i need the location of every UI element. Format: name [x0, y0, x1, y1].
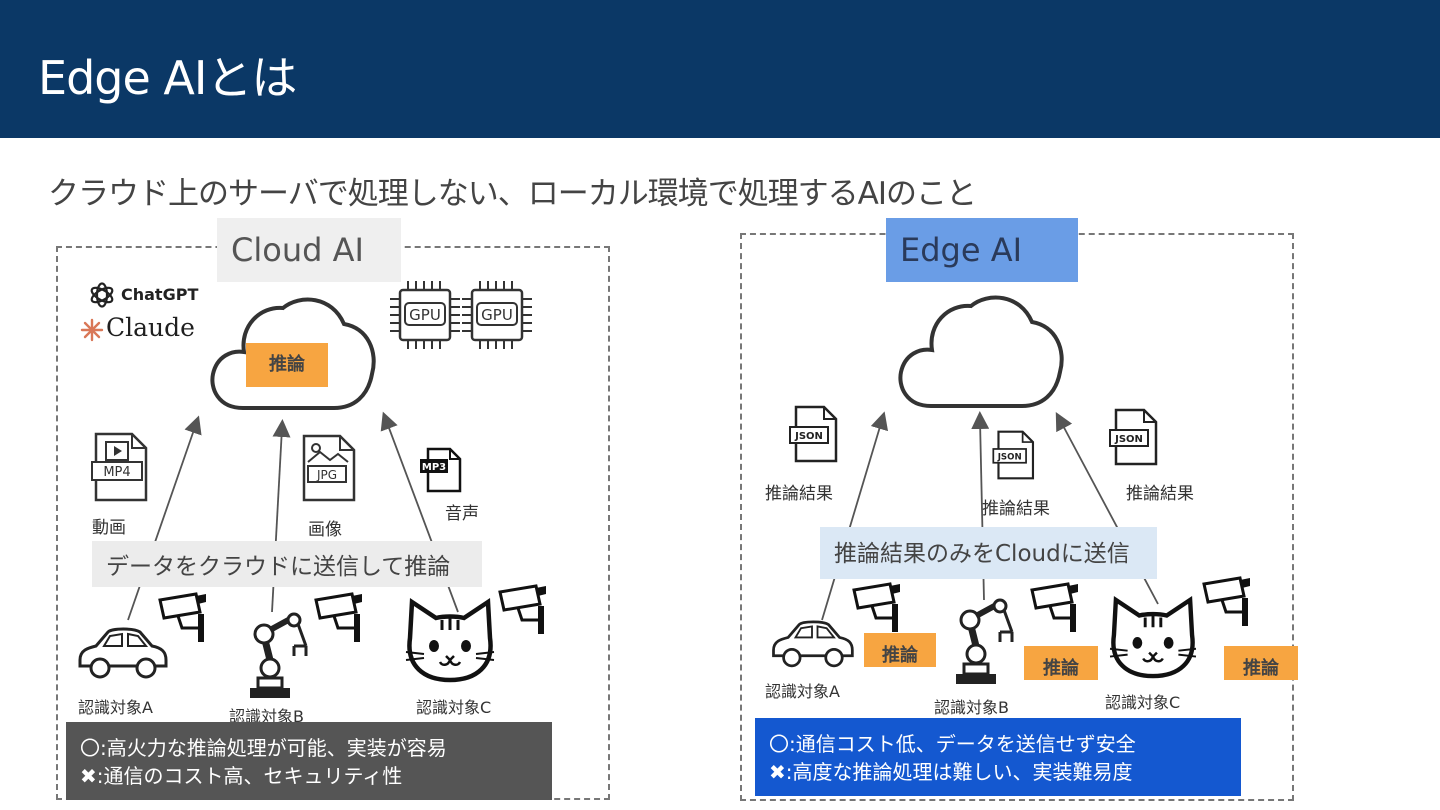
cloud-summary-pro: 〇:高火力な推論処理が可能、実装が容易	[80, 736, 447, 760]
edge-target-a-label: 認識対象A	[765, 682, 840, 701]
edge-target-b-label: 認識対象B	[934, 698, 1009, 717]
image-label: 画像	[308, 520, 342, 540]
header-bar	[0, 0, 1440, 138]
result-label-c: 推論結果	[1126, 484, 1194, 504]
mp4-file-icon: MP4	[91, 432, 148, 502]
audio-label: 音声	[445, 504, 479, 524]
edge-summary-pro: 〇:通信コスト低、データを送信せず安全	[769, 732, 1136, 756]
target-a-label: 認識対象A	[78, 698, 153, 717]
result-label-a: 推論結果	[765, 484, 833, 504]
cctv-camera-icon	[314, 592, 362, 642]
gpu-icon: GPU	[390, 281, 460, 349]
robot-arm-icon	[250, 612, 308, 698]
cloud-send-label: データをクラウドに送信して推論	[92, 541, 482, 587]
target-c-label: 認識対象C	[416, 698, 492, 717]
cctv-camera-icon	[158, 592, 206, 642]
cat-icon	[1109, 595, 1197, 679]
cloud-summary-box: 〇:高火力な推論処理が可能、実装が容易 ✖:通信のコスト高、セキュリティ性	[66, 722, 552, 800]
json-file-icon: JSON	[992, 430, 1035, 480]
edge-inference-badge-b: 推論	[1024, 646, 1098, 680]
json-text: JSON	[794, 431, 823, 442]
page-subtitle: クラウド上のサーバで処理しない、ローカル環境で処理するAIのこと	[48, 176, 977, 212]
page-title: Edge AIとは	[38, 51, 297, 105]
cloud-summary-con: ✖:通信のコスト高、セキュリティ性	[80, 764, 403, 788]
edge-target-c-label: 認識対象C	[1105, 693, 1181, 712]
json-file-icon: JSON	[1109, 408, 1158, 466]
car-icon	[772, 620, 854, 668]
cctv-camera-icon	[852, 582, 900, 632]
claude-logo	[80, 318, 104, 342]
mp3-ext: MP3	[422, 462, 446, 473]
edge-ai-label: Edge AI	[886, 218, 1078, 282]
result-label-b: 推論結果	[982, 499, 1050, 519]
cctv-camera-icon	[498, 584, 546, 634]
chatgpt-logo-text: ChatGPT	[121, 285, 199, 304]
edge-summary-box: 〇:通信コスト低、データを送信せず安全 ✖:高度な推論処理は難しい、実装難易度	[755, 718, 1241, 796]
edge-send-label: 推論結果のみをCloudに送信	[820, 527, 1157, 579]
edge-inference-badge-a: 推論	[864, 633, 936, 667]
cctv-camera-icon	[1030, 582, 1078, 632]
json-text: JSON	[997, 452, 1022, 462]
json-file-icon: JSON	[789, 405, 838, 463]
jpg-ext: JPG	[316, 468, 337, 482]
edge-summary-con: ✖:高度な推論処理は難しい、実装難易度	[769, 760, 1133, 784]
gpu-icon: GPU	[462, 281, 532, 349]
cloud-icon	[898, 295, 1064, 408]
mp4-ext: MP4	[103, 465, 130, 480]
jpg-file-icon: JPG	[302, 434, 356, 502]
cloud-inference-badge: 推論	[246, 343, 328, 387]
gpu-chip-text: GPU	[409, 306, 441, 324]
chatgpt-logo	[90, 282, 114, 308]
edge-inference-badge-c: 推論	[1224, 646, 1298, 680]
cat-icon	[405, 597, 495, 683]
cctv-camera-icon	[1202, 576, 1250, 626]
target-b-label: 認識対象B	[229, 707, 304, 726]
json-text: JSON	[1114, 434, 1143, 445]
gpu-chip-text: GPU	[481, 306, 513, 324]
robot-arm-icon	[956, 598, 1014, 684]
claude-logo-text: Claude	[106, 313, 195, 342]
mp3-file-icon: MP3	[420, 447, 462, 493]
car-icon	[78, 627, 168, 679]
cloud-ai-label: Cloud AI	[217, 218, 401, 282]
video-label: 動画	[92, 518, 126, 538]
